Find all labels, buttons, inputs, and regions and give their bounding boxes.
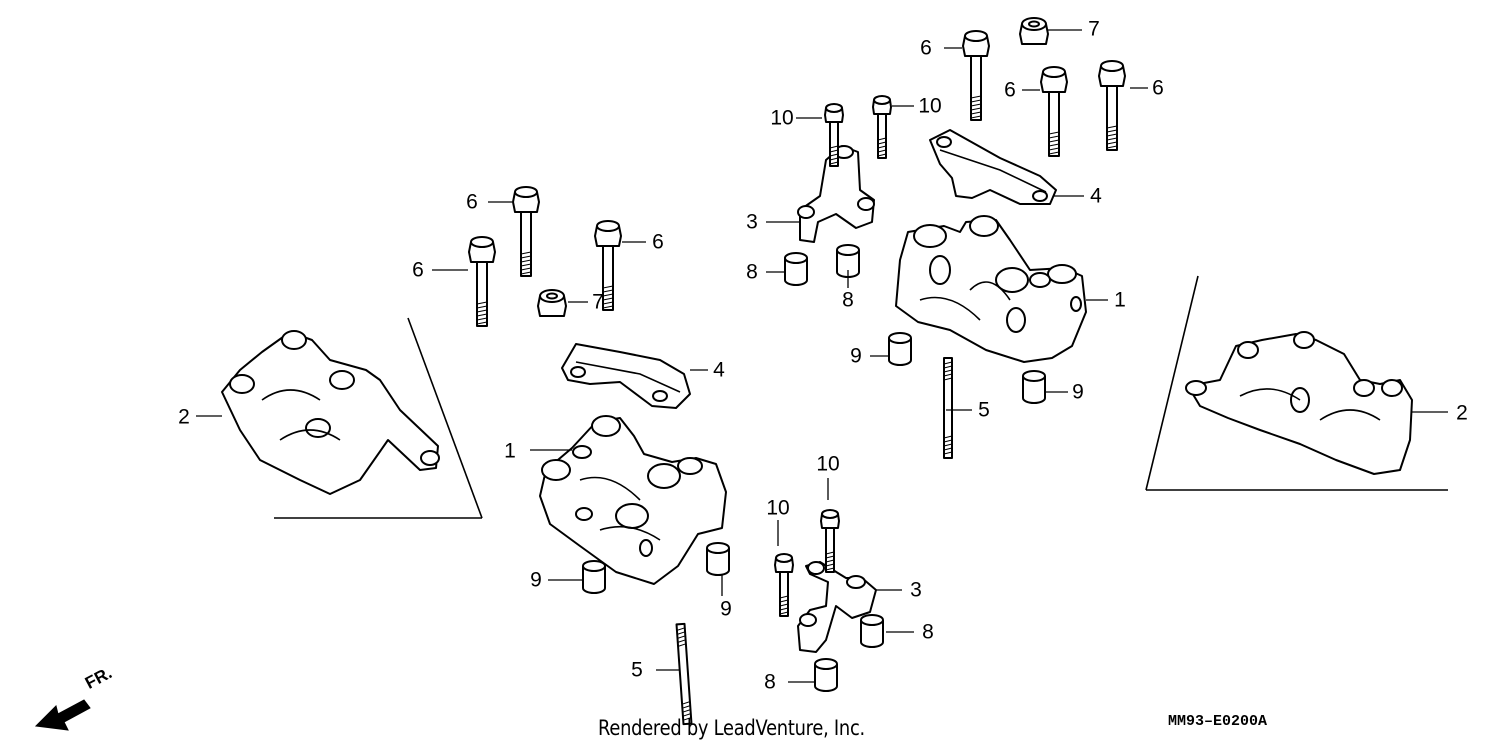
callout-6: 6	[412, 258, 424, 282]
callout-6: 6	[1004, 78, 1016, 102]
callout-6: 6	[1152, 76, 1164, 100]
flange-bolt	[1040, 66, 1068, 157]
callout-8: 8	[746, 260, 758, 284]
callout-8: 8	[922, 620, 934, 644]
dowel-pin	[784, 252, 808, 286]
cap-nut	[1019, 17, 1049, 45]
leader-lines	[196, 29, 1448, 683]
collar	[706, 542, 730, 576]
flange-bolt	[962, 30, 990, 121]
gasket-plate-lower	[561, 343, 691, 409]
callout-1: 1	[1114, 288, 1126, 312]
bracket-upper	[797, 145, 875, 243]
collar	[582, 560, 606, 594]
collar	[888, 332, 912, 366]
callout-5: 5	[631, 658, 643, 682]
callout-10: 10	[766, 496, 790, 520]
rocker-holder-upper	[895, 215, 1087, 363]
callout-2: 2	[1456, 401, 1468, 425]
dowel-pin	[860, 614, 884, 648]
callout-9: 9	[850, 344, 862, 368]
holder-right	[1145, 275, 1448, 491]
callout-3: 3	[910, 578, 922, 602]
rocker-holder-lower	[539, 415, 727, 585]
small-bolt	[774, 553, 794, 617]
front-arrow-icon	[34, 699, 91, 731]
holder-left	[221, 317, 483, 519]
callout-3: 3	[746, 210, 758, 234]
diagram-code: MM93–E0200A	[1168, 713, 1268, 730]
callout-9: 9	[1072, 380, 1084, 404]
callout-9: 9	[720, 597, 732, 621]
callout-6: 6	[652, 230, 664, 254]
small-bolt	[820, 509, 840, 573]
callout-10: 10	[918, 94, 942, 118]
flange-bolt	[1098, 60, 1126, 151]
flange-bolt	[512, 186, 540, 277]
callout-10: 10	[816, 452, 840, 476]
callout-8: 8	[842, 288, 854, 312]
bracket-lower	[797, 561, 877, 653]
callout-1: 1	[504, 439, 516, 463]
callout-7: 7	[592, 290, 604, 314]
dowel-pin	[814, 658, 838, 692]
flange-bolt	[468, 236, 496, 327]
callout-5: 5	[978, 398, 990, 422]
collar	[1022, 370, 1046, 404]
cap-nut	[537, 289, 567, 317]
callout-7: 7	[1088, 17, 1100, 41]
callout-6: 6	[466, 190, 478, 214]
callout-6: 6	[920, 36, 932, 60]
callout-8: 8	[764, 670, 776, 694]
callout-4: 4	[1090, 184, 1102, 208]
callout-4: 4	[713, 358, 725, 382]
callout-9: 9	[530, 568, 542, 592]
render-credit: Rendered by LeadVenture, Inc.	[598, 716, 865, 740]
stud-bolt	[675, 622, 693, 726]
callout-2: 2	[178, 405, 190, 429]
stud-bolt	[943, 357, 953, 459]
callout-10: 10	[770, 106, 794, 130]
small-bolt	[872, 95, 892, 159]
gasket-plate-upper	[929, 129, 1057, 205]
